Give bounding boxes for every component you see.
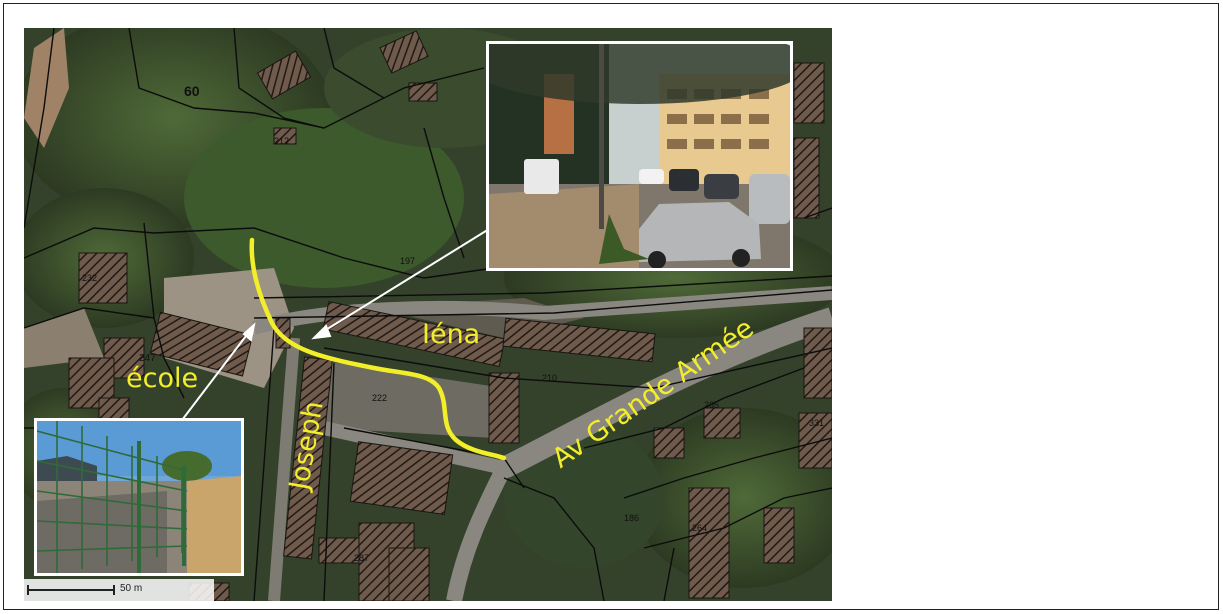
scale-bar-label: 50 m xyxy=(120,583,143,594)
scale-bar: 50 m xyxy=(24,579,214,601)
photo-parking-inset[interactable] xyxy=(486,41,793,271)
parcel-number: 212 xyxy=(274,136,290,146)
parking-photo-image xyxy=(489,44,790,268)
label-iena: Iéna xyxy=(422,319,481,350)
parcel-number: 331 xyxy=(809,418,825,428)
parcel-number: 222 xyxy=(372,393,388,403)
photo-school-inset[interactable] xyxy=(34,418,244,576)
fence-photo-image xyxy=(37,421,241,573)
parcel-number: 232 xyxy=(82,273,98,283)
parcel-number: 60 xyxy=(184,83,200,99)
parcel-number: 186 xyxy=(624,513,640,523)
parcel-number: 247 xyxy=(139,353,156,364)
parcel-number: 210 xyxy=(542,373,558,383)
label-ecole: école xyxy=(126,363,199,394)
parcel-number: 265 xyxy=(704,400,720,410)
parcel-number: 287 xyxy=(354,553,370,563)
route-line xyxy=(249,237,507,461)
aerial-map[interactable]: 60 247 232 212 197 222 210 265 331 186 2… xyxy=(24,28,832,601)
figure-frame: 60 247 232 212 197 222 210 265 331 186 2… xyxy=(3,3,1219,610)
scale-bar-line xyxy=(27,585,115,595)
parcel-number: 197 xyxy=(400,256,416,266)
parcel-number: 264 xyxy=(692,523,708,533)
